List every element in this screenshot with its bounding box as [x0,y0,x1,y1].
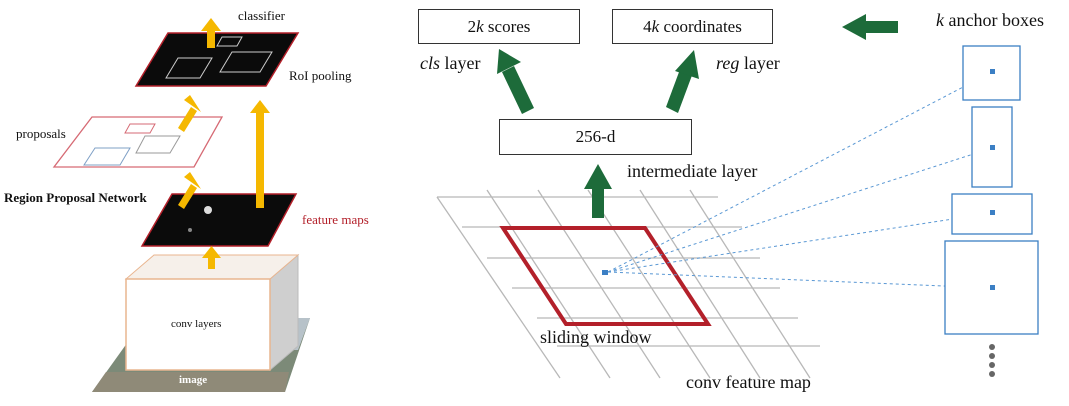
scores-k: k [476,16,484,36]
intermediate-box-label: 256-d [575,127,616,146]
anchor-projection-lines [607,71,993,289]
roi-pooling-plane [134,32,300,87]
proposals-label: proposals [16,126,66,141]
coords-number: 4 [643,16,652,36]
image-label: image [179,374,208,386]
anchor-center [990,69,995,74]
conv-layers-label: conv layers [171,318,222,330]
green-arrow-reg [666,50,699,113]
yellow-arrow [250,100,270,208]
green-arrow-up-intermediate [584,164,612,218]
coords-text: coordinates [659,16,742,36]
scores-number: 2 [467,16,477,36]
scores-text: scores [483,16,531,36]
roi-box [216,36,243,47]
sliding-window [499,226,712,326]
cls-text: layer [440,53,481,73]
anchor-center [990,210,995,215]
intermediate-layer-label: intermediate layer [627,161,758,181]
coords-k: k [651,16,660,36]
anchor-text: anchor boxes [944,10,1044,30]
conv-feature-map-grid [436,189,820,379]
feature-maps-highlight [188,228,192,232]
conv-feature-map-label: conv feature map [686,372,811,392]
green-arrow-cls [497,49,534,114]
proposal-box [83,147,131,166]
yellow-arrow [178,95,201,132]
anchor-boxes-label: k anchor boxes [936,10,1044,31]
anchor-center [990,145,995,150]
yellow-arrow [201,18,221,48]
anchor-k: k [936,10,944,30]
reg-italic: reg [716,53,740,73]
roi-box [165,57,213,79]
yellow-arrow [202,246,221,269]
anchor-center [990,285,995,290]
reg-layer-label: reg layer [716,53,780,74]
rpn-label: Region Proposal Network [4,190,147,205]
more-anchors-dots [989,344,995,377]
conv-layers-front [125,278,271,371]
proposal-box [135,135,181,154]
yellow-arrow [178,172,201,209]
proposal-box [124,123,156,134]
roi-pooling-label: RoI pooling [289,68,352,83]
sliding-window-center [602,270,608,275]
intermediate-box: 256-d [499,119,692,155]
classifier-label: classifier [238,8,285,23]
anchor-boxes [944,45,1039,335]
feature-maps-highlight [204,206,212,214]
sliding-window-label: sliding window [540,327,652,347]
feature-maps-label: feature maps [302,212,369,227]
image-photo-ground [92,372,289,392]
roi-box [219,51,273,73]
reg-text: layer [739,53,780,73]
cls-italic: cls [420,53,440,73]
green-arrow-anchor [842,14,898,40]
cls-layer-label: cls layer [420,53,480,74]
